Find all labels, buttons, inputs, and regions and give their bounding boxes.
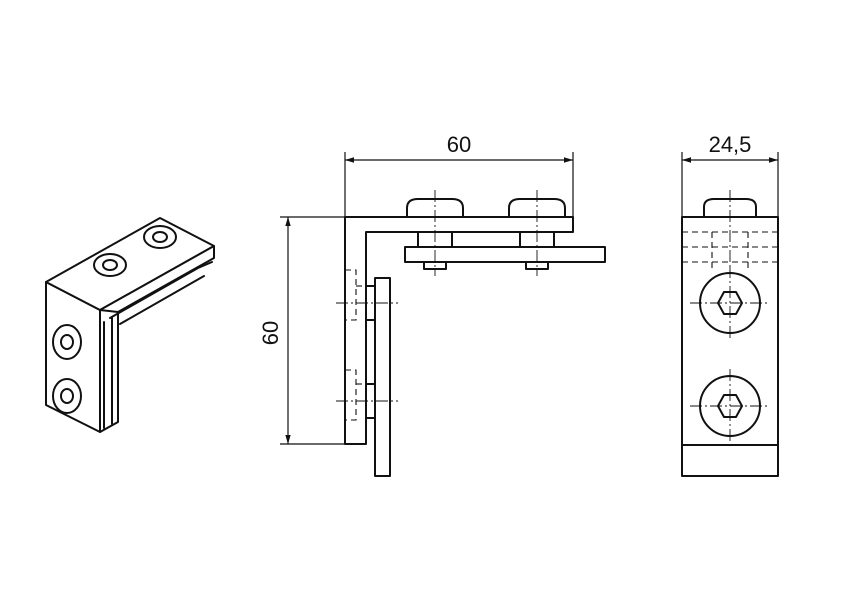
dim-front-label: 24,5 (709, 132, 752, 157)
side-screw-head-1 (406, 198, 464, 218)
iso-top-plate-edge (99, 245, 215, 313)
side-hidden-head-1 (345, 269, 357, 321)
iso-rail-top-inner (119, 275, 205, 325)
front-screw-head-top (703, 198, 757, 218)
iso-screw-top-1 (93, 253, 127, 277)
isometric-view (45, 217, 215, 433)
side-clamp-plate-horizontal (404, 246, 606, 263)
side-clamp-plate-vertical (374, 277, 391, 477)
iso-screw-top-2 (143, 225, 177, 249)
iso-screw-front-2 (52, 378, 82, 414)
side-hidden-head-2 (345, 369, 357, 421)
dim-width-label: 60 (447, 132, 471, 157)
dim-height-label: 60 (258, 321, 283, 345)
front-view: 24,5 (681, 132, 779, 477)
side-screw-head-2 (508, 198, 566, 218)
iso-vertical-plate-edge (99, 299, 119, 433)
front-socket-screw-2 (690, 369, 770, 443)
side-view: 60 60 (258, 132, 606, 477)
iso-screw-front-1 (52, 324, 82, 360)
front-clamp-plate (681, 444, 779, 477)
iso-rail-top (109, 261, 213, 319)
front-socket-screw-1 (690, 266, 770, 340)
